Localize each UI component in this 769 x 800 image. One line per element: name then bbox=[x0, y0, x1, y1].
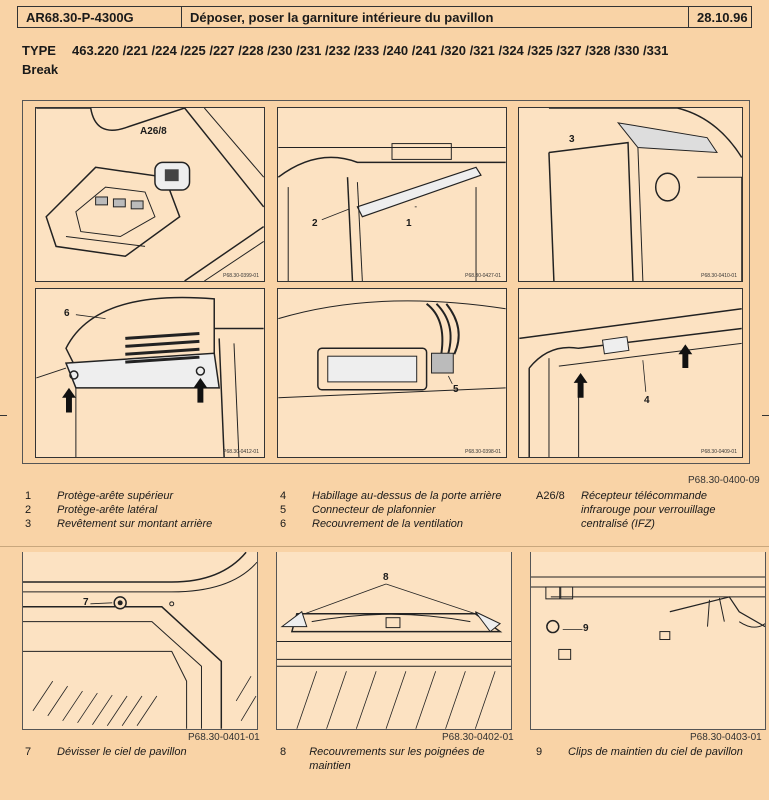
callout-1: 1 bbox=[406, 218, 412, 229]
callout-2: 2 bbox=[312, 218, 318, 229]
panel-rear-door-trim: 4 P68.30-0409-01 bbox=[518, 288, 743, 458]
variant-label: Break bbox=[22, 62, 59, 77]
main-figure: A26/8 P68.30-0399-01 2 1 P68.30-0427-01 bbox=[22, 100, 750, 464]
document-code: AR68.30-P-4300G bbox=[18, 7, 182, 27]
panel-code: P68.30-0412-01 bbox=[223, 449, 259, 455]
callout-3: 3 bbox=[569, 134, 575, 145]
figure-7-reference: P68.30-0401-01 bbox=[188, 732, 260, 743]
figure-reference: P68.30-0400-09 bbox=[688, 475, 760, 486]
callout-4: 4 bbox=[644, 395, 650, 406]
document-header: AR68.30-P-4300G Déposer, poser la garnit… bbox=[17, 6, 752, 28]
page-divider bbox=[0, 546, 769, 547]
document-date: 28.10.96 bbox=[697, 9, 748, 25]
panel-drawing bbox=[278, 143, 506, 281]
panel-drawing bbox=[36, 296, 264, 457]
figure-8: 8 bbox=[276, 552, 512, 730]
callout-7: 7 bbox=[83, 597, 89, 608]
panel-code: P68.30-0409-01 bbox=[701, 449, 737, 455]
type-models: 463.220 /221 /224 /225 /227 /228 /230 /2… bbox=[72, 43, 669, 58]
panel-a26-8: A26/8 P68.30-0399-01 bbox=[35, 107, 265, 282]
panel-drawing bbox=[36, 108, 264, 281]
panel-drawing bbox=[548, 108, 742, 281]
panel-code: P68.30-0427-01 bbox=[465, 273, 501, 279]
figure-9: 9 bbox=[530, 552, 766, 730]
panel-dome-light-connector: 5 P68.30-0398-01 bbox=[277, 288, 507, 458]
panel-code: P68.30-0399-01 bbox=[223, 273, 259, 279]
type-line: TYPE 463.220 /221 /224 /225 /227 /228 /23… bbox=[22, 43, 668, 58]
callout-9: 9 bbox=[583, 623, 589, 634]
callout-a26-8: A26/8 bbox=[140, 126, 167, 137]
type-label: TYPE bbox=[22, 43, 56, 58]
panel-drawing bbox=[278, 300, 506, 399]
callout-5: 5 bbox=[453, 384, 459, 395]
panel-code: P68.30-0398-01 bbox=[465, 449, 501, 455]
margin-tick-left bbox=[0, 415, 7, 416]
figure-7-drawing bbox=[23, 552, 257, 729]
figure-9-reference: P68.30-0403-01 bbox=[690, 732, 762, 743]
margin-tick-right bbox=[762, 415, 769, 416]
document-title: Déposer, poser la garniture intérieure d… bbox=[182, 7, 689, 27]
callout-6: 6 bbox=[64, 308, 70, 319]
panel-rear-pillar: 3 P68.30-0410-01 bbox=[518, 107, 743, 282]
panel-ventilation-cover: 6 P68.30-0412-01 bbox=[35, 288, 265, 458]
callout-8: 8 bbox=[383, 572, 389, 583]
figure-8-reference: P68.30-0402-01 bbox=[442, 732, 514, 743]
figure-8-drawing bbox=[277, 583, 511, 729]
figure-9-drawing bbox=[531, 576, 765, 660]
panel-drawing bbox=[519, 308, 742, 457]
panel-code: P68.30-0410-01 bbox=[701, 273, 737, 279]
figure-7: 7 bbox=[22, 552, 258, 730]
panel-edge-protectors: 2 1 P68.30-0427-01 bbox=[277, 107, 507, 282]
